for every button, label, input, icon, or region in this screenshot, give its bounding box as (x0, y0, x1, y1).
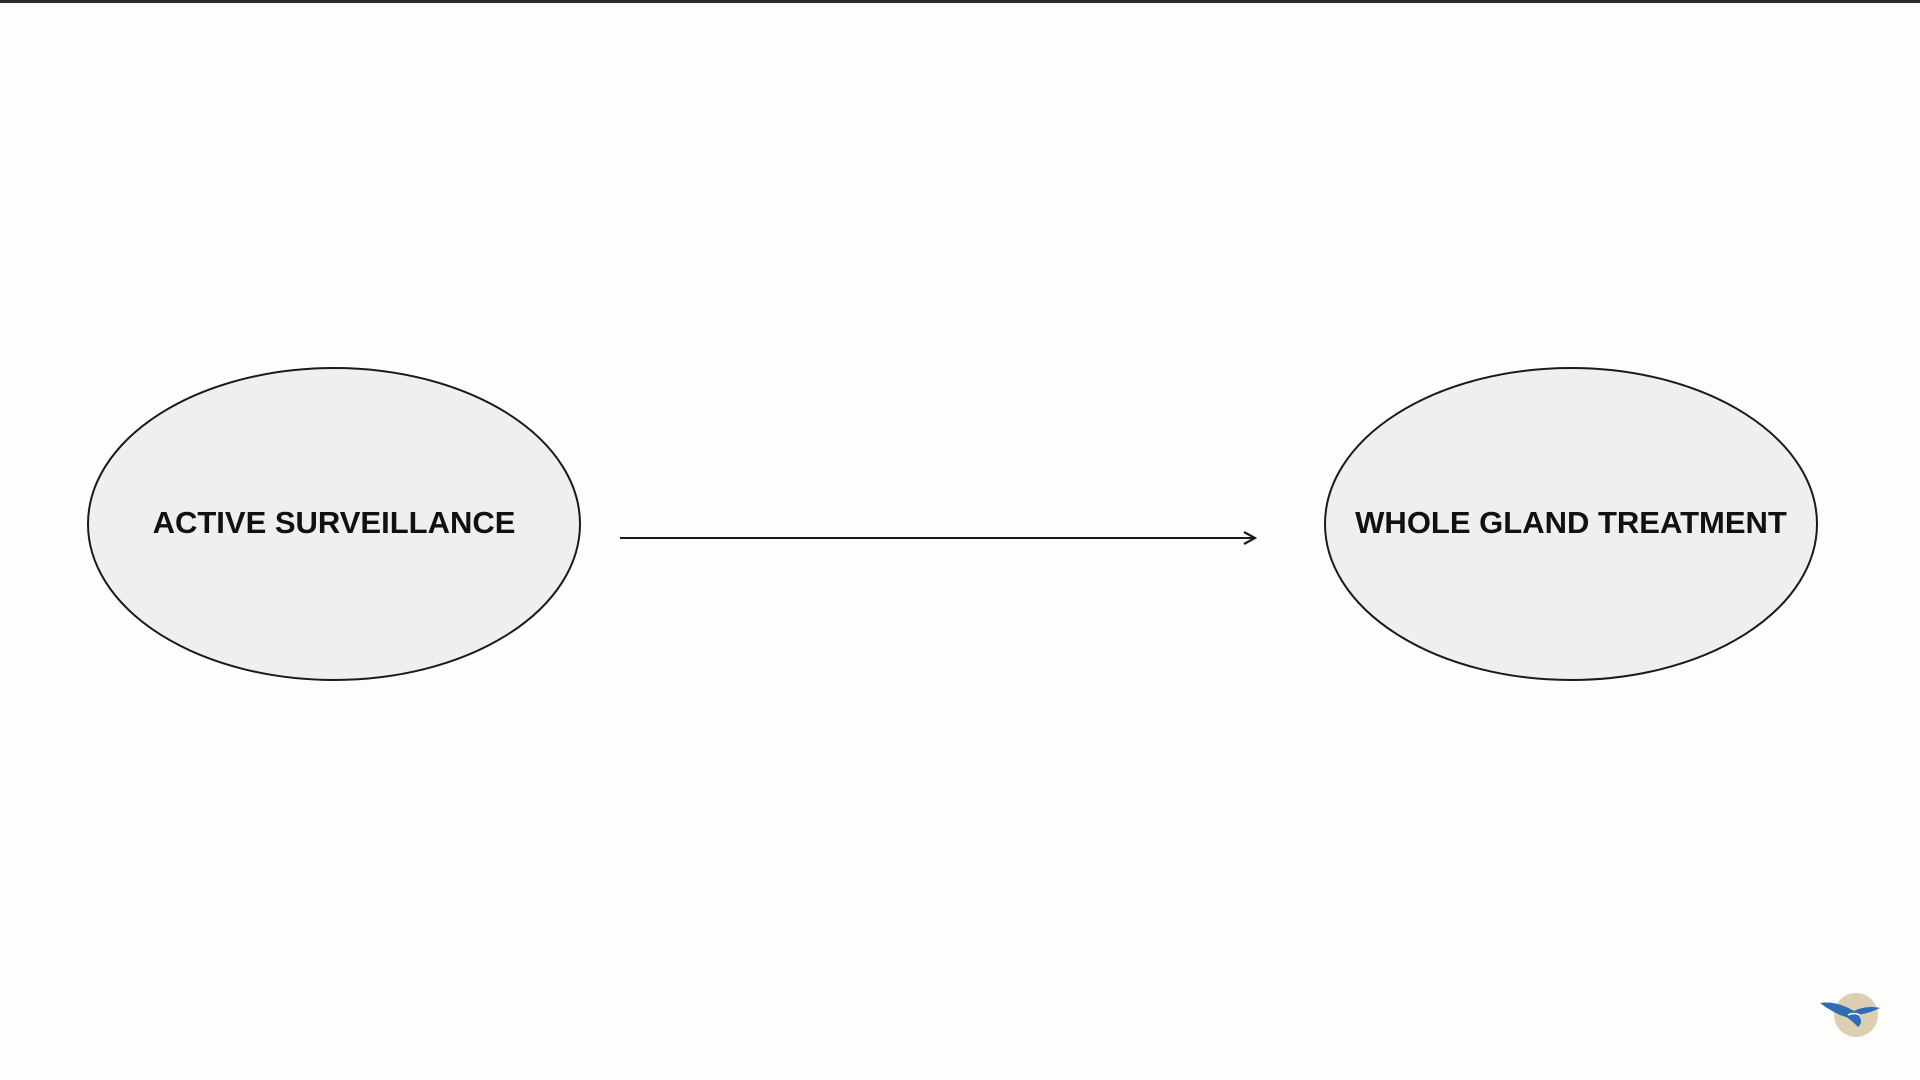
node-label: WHOLE GLAND TREATMENT (1355, 505, 1787, 540)
node-label: ACTIVE SURVEILLANCE (153, 505, 516, 540)
node-whole-gland-treatment: WHOLE GLAND TREATMENT (1324, 367, 1818, 681)
eagle-logo-icon (1820, 993, 1880, 1037)
node-active-surveillance: ACTIVE SURVEILLANCE (87, 367, 581, 681)
node-ellipse (1324, 367, 1818, 681)
diagram: ACTIVE SURVEILLANCE WHOLE GLAND TREATMEN… (87, 367, 1818, 681)
node-ellipse (87, 367, 581, 681)
